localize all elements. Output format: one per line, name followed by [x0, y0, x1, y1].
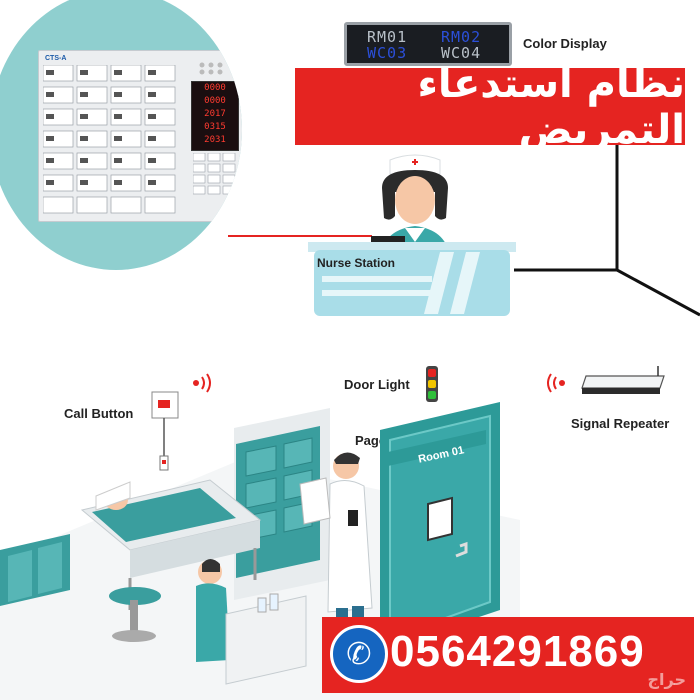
phone-number[interactable]: 0564291869 [390, 627, 645, 676]
call-key-grid [43, 65, 176, 214]
panel-indicators [199, 62, 223, 75]
led-top-left: RM01 [367, 28, 408, 46]
phone-icon[interactable]: ✆ [330, 625, 388, 683]
led-top-right: RM02 [441, 28, 482, 46]
panel-led-readout: 0000 0000 2017 0315 2031 [191, 81, 239, 151]
led-bottom-right: WC04 [441, 44, 482, 62]
call-button-device [151, 391, 179, 471]
title-banner: نظام استدعاء التمريض [295, 61, 685, 153]
panel-brand: CTS-A [45, 55, 67, 62]
nurse-station-label: Nurse Station [317, 256, 396, 270]
control-panel-circle: CTS-A 0000 0000 [0, 0, 242, 270]
phone-banner: ✆ 0564291869 حراج [322, 617, 694, 693]
nurse-station-desk [308, 236, 516, 316]
readout-4: 2031 [204, 135, 226, 145]
readout-1: 0000 [204, 96, 226, 106]
watermark: حراج [647, 670, 687, 689]
color-display-label: Color Display [523, 36, 607, 51]
readout-3: 0315 [204, 122, 226, 132]
panel-keypad [193, 153, 236, 195]
call-button-label: Call Button [64, 406, 134, 421]
title-text: نظام استدعاء التمريض [417, 60, 685, 153]
wireless-signal-icon [193, 373, 211, 393]
wireless-signal-icon [547, 373, 565, 393]
control-panel-unit: CTS-A 0000 0000 [38, 50, 242, 222]
led-bottom-left: WC03 [367, 44, 408, 62]
door-light-label: Door Light [344, 377, 410, 392]
door-light-indicator [426, 366, 438, 402]
color-display-sign: RM01 RM02 WC03 WC04 [344, 22, 512, 66]
readout-0: 0000 [204, 83, 226, 93]
signal-repeater-label: Signal Repeater [571, 416, 670, 431]
signal-repeater-device [581, 366, 665, 394]
readout-2: 2017 [204, 109, 226, 119]
patient-room-illustration [0, 402, 520, 700]
